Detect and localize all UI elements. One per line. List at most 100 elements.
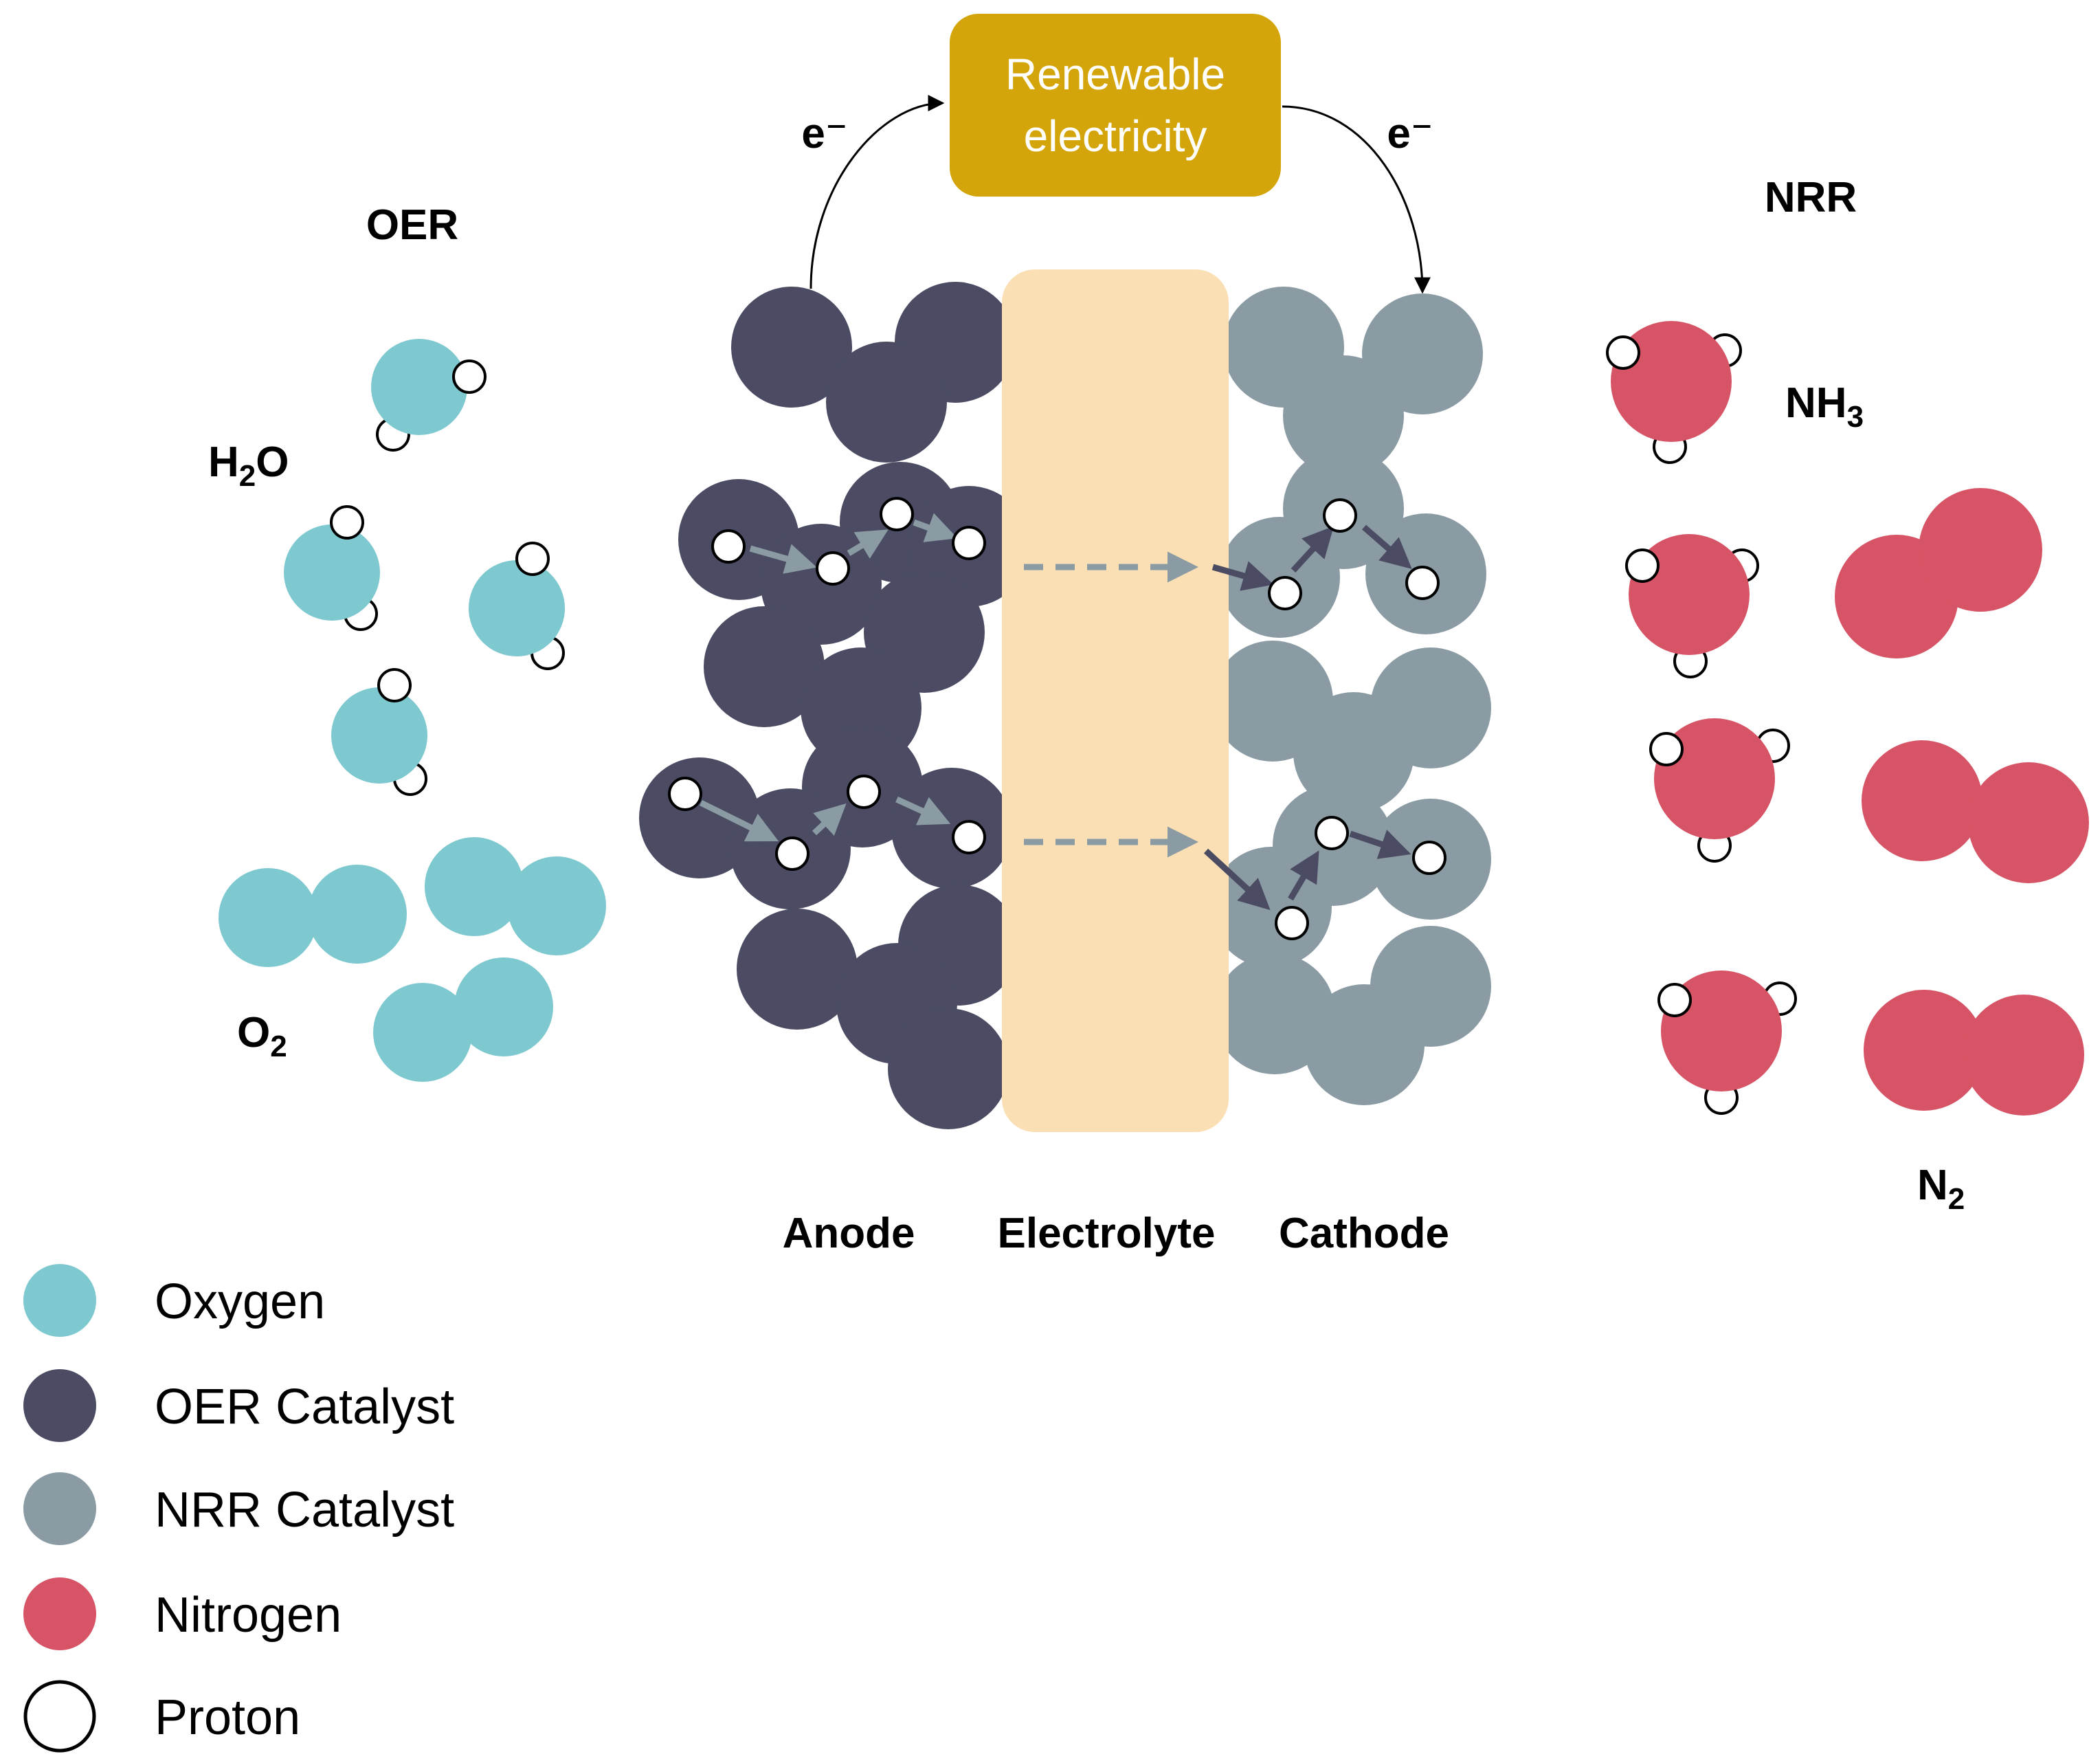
proton	[668, 777, 702, 811]
oxygen-atom	[373, 983, 472, 1082]
n2-molecule	[1862, 740, 2089, 883]
oer-catalyst-particle	[704, 606, 825, 727]
nrr-catalyst-particle	[1283, 355, 1404, 476]
nitrogen-atom	[1968, 762, 2089, 883]
nrr-catalyst-swatch	[23, 1472, 96, 1545]
ammonia-molecules	[1606, 321, 1797, 1115]
water-label: H2O	[208, 439, 289, 493]
proton-hop-arrow	[847, 529, 889, 559]
nitrogen-molecule-label: N2	[1917, 1162, 1965, 1216]
source-label-line1: Renewable	[1005, 49, 1225, 99]
nrr-catalyst-particle	[1293, 692, 1414, 813]
proton	[1323, 498, 1357, 533]
proton-hop-arrow	[1288, 850, 1319, 901]
oer-catalyst-swatch	[23, 1369, 96, 1442]
proton	[816, 551, 850, 586]
proton	[377, 668, 412, 702]
proton-hop-arrow	[812, 803, 847, 836]
n2-molecule	[1864, 990, 2084, 1116]
proton	[1657, 983, 1692, 1017]
proton-hop-arrow	[1211, 561, 1274, 591]
cathode-catalyst-layer	[1211, 287, 1491, 1105]
oer-reaction-label: OER	[366, 201, 458, 249]
proton	[1649, 732, 1684, 766]
water-molecule	[371, 339, 487, 452]
proton	[847, 775, 881, 809]
proton	[1625, 548, 1660, 583]
oxygen-swatch	[23, 1264, 96, 1337]
proton	[452, 359, 487, 394]
nrr-catalyst-particle	[1304, 984, 1425, 1105]
proton-swatch	[23, 1680, 96, 1753]
legend-item-nrr-catalyst: NRR Catalyst	[23, 1472, 454, 1545]
oer-catalyst-particle	[737, 909, 858, 1030]
ammonia-label: NH3	[1785, 379, 1864, 434]
ammonia-molecule	[1606, 321, 1742, 464]
oxygen-atom	[454, 957, 553, 1056]
oer-catalyst-particle	[891, 768, 1012, 889]
proton	[1606, 335, 1640, 370]
nitrogen-swatch	[23, 1577, 96, 1650]
nitrogen-atom	[1963, 995, 2084, 1116]
electron-label-left: e⁻	[801, 110, 847, 157]
o2-molecule	[425, 837, 606, 955]
legend-item-oxygen: Oxygen	[23, 1264, 325, 1337]
proton	[330, 505, 364, 540]
oxygen-atom	[425, 837, 524, 936]
oer-catalyst-particle	[826, 342, 947, 463]
oxygen-atom	[308, 865, 407, 964]
nitrogen-molecules	[1835, 488, 2089, 1116]
electrolyte-label: Electrolyte	[997, 1210, 1215, 1257]
proton	[952, 526, 986, 560]
water-molecule	[331, 668, 427, 796]
ammonia-molecule	[1657, 971, 1797, 1115]
proton-hop-arrow	[913, 513, 958, 542]
proton	[952, 820, 986, 854]
proton-hop-arrow	[1291, 526, 1334, 573]
ammonia-molecule	[1649, 718, 1790, 863]
oxygen-molecule-label: O2	[237, 1009, 287, 1063]
proton	[1275, 906, 1309, 940]
electron-label-right: e⁻	[1387, 110, 1433, 157]
ammonia-molecule	[1625, 534, 1759, 678]
proton-hop-arrow	[749, 544, 817, 574]
proton-hop-arrow	[895, 796, 951, 825]
legend-label: Oxygen	[155, 1274, 325, 1329]
electron-flow-arrow-left	[809, 95, 945, 289]
proton	[775, 836, 809, 871]
proton-hop-arrow	[1349, 830, 1411, 859]
anode-catalyst-layer	[639, 282, 1029, 1129]
anode-label: Anode	[783, 1210, 915, 1257]
proton-hop-arrow	[1203, 848, 1271, 911]
legend-item-proton: Proton	[23, 1680, 300, 1753]
legend-item-oer-catalyst: OER Catalyst	[23, 1369, 454, 1442]
oxygen-molecules	[219, 837, 606, 1082]
oer-catalyst-particle	[731, 287, 852, 408]
renewable-electricity-box: Renewable electricity	[950, 14, 1281, 197]
catalyst-protons	[668, 497, 1446, 940]
proton	[880, 497, 914, 531]
oxygen-atom	[507, 856, 606, 955]
proton	[711, 529, 746, 564]
anode-proton-hop-arrows	[700, 513, 958, 842]
proton	[1412, 841, 1446, 875]
proton	[1315, 816, 1349, 850]
nitrogen-atom	[1862, 740, 1982, 861]
nitrogen-atom	[1654, 718, 1775, 839]
cathode-proton-hop-arrows	[1203, 524, 1412, 911]
water-molecule	[284, 505, 380, 631]
electrolyte-membrane	[1002, 269, 1229, 1132]
legend-label: Nitrogen	[155, 1588, 342, 1643]
water-molecules	[284, 339, 565, 796]
n2-molecule	[1835, 488, 2042, 658]
proton-hop-arrow	[700, 799, 779, 842]
nrr-reaction-label: NRR	[1765, 174, 1857, 221]
proton-hop-arrow	[1362, 524, 1412, 569]
legend: Oxygen OER Catalyst NRR Catalyst Nitroge…	[23, 1264, 454, 1753]
oxygen-atom	[469, 560, 565, 656]
oxygen-atom	[371, 339, 467, 435]
nitrogen-atom	[1864, 990, 1985, 1111]
nitrogen-atom	[1611, 321, 1732, 442]
o2-molecule	[373, 957, 553, 1082]
